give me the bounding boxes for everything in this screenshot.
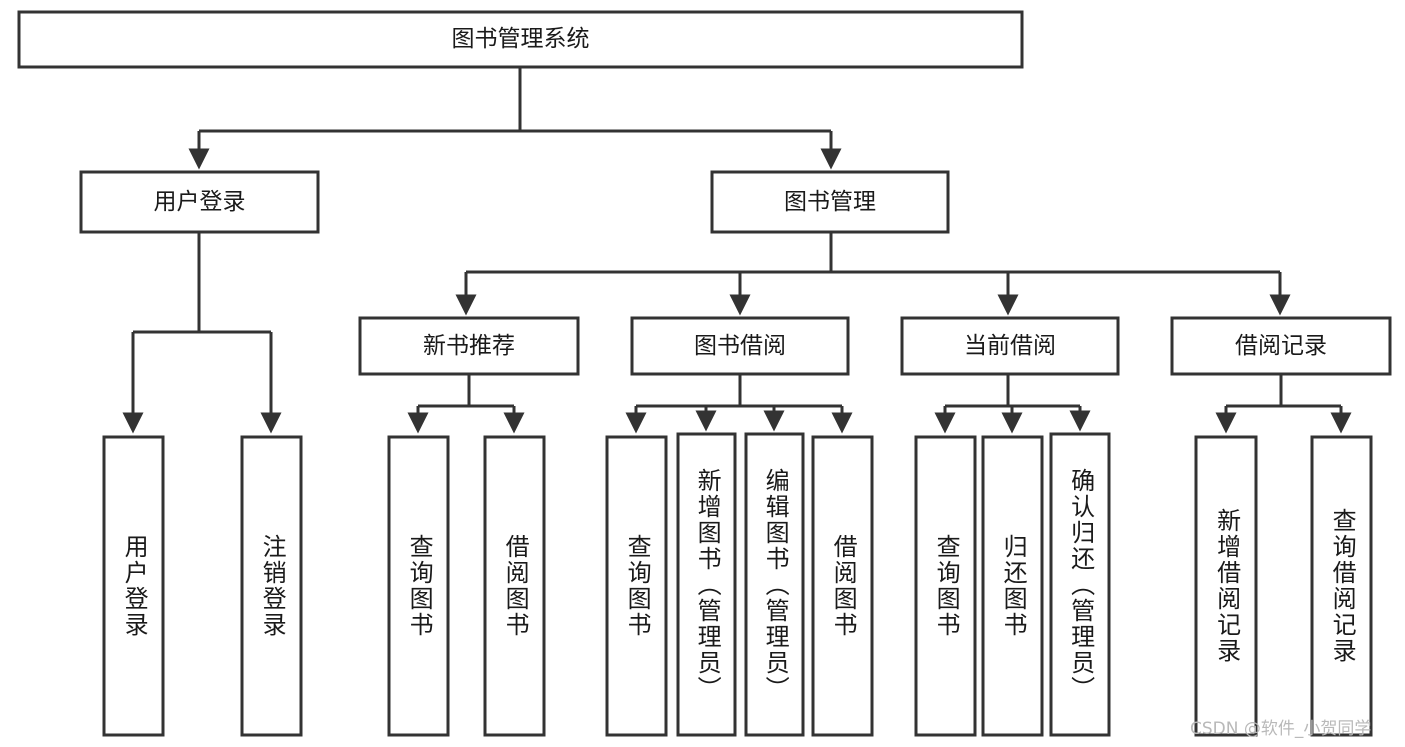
node-leaf-borrow-record-0-box[interactable] bbox=[1194, 435, 1258, 737]
node-leaf-new-book-0-box[interactable] bbox=[387, 435, 450, 737]
node-leaf-borrow-record-1-box[interactable] bbox=[1310, 435, 1373, 737]
node-leaf-book-borrow-2-box[interactable] bbox=[744, 432, 805, 737]
node-leaf-user-login-0-box[interactable] bbox=[102, 435, 165, 737]
node-leaf-book-borrow-3-box[interactable] bbox=[811, 435, 874, 737]
node-user-login-box[interactable] bbox=[79, 170, 320, 234]
node-borrow-record-box[interactable] bbox=[1170, 316, 1392, 376]
node-leaf-new-book-1-box[interactable] bbox=[483, 435, 546, 737]
node-leaf-current-borrow-2-box[interactable] bbox=[1049, 432, 1111, 737]
csdn-watermark: CSDN @软件_小贺同学 bbox=[1190, 719, 1372, 739]
node-book-borrow-box[interactable] bbox=[630, 316, 850, 376]
node-leaf-user-login-1-box[interactable] bbox=[240, 435, 303, 737]
node-root-box[interactable] bbox=[17, 10, 1024, 69]
node-leaf-book-borrow-0-box[interactable] bbox=[605, 435, 668, 737]
node-book-management-box[interactable] bbox=[710, 170, 950, 234]
node-leaf-book-borrow-1-box[interactable] bbox=[676, 432, 737, 737]
node-current-borrow-box[interactable] bbox=[900, 316, 1120, 376]
node-leaf-current-borrow-1-box[interactable] bbox=[981, 435, 1044, 737]
node-leaf-current-borrow-0-box[interactable] bbox=[914, 435, 977, 737]
node-new-book-recommend-box[interactable] bbox=[358, 316, 580, 376]
